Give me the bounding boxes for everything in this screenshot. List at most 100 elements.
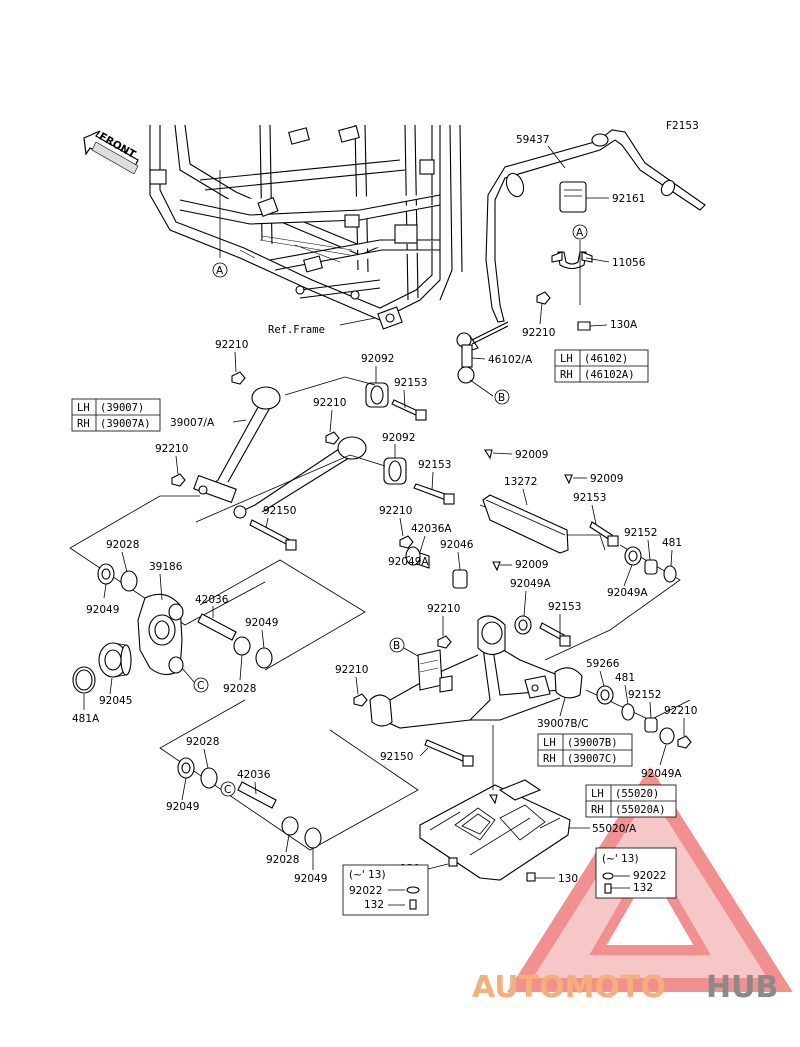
table-39007b: LH (39007B) RH (39007C) [537,733,633,767]
part-92009-c: 92009 [515,559,548,571]
t46102-lh: LH [560,353,573,365]
t46102-rh: RH [560,369,573,381]
stabilizer-bar [456,129,706,384]
front-arrow-icon: FRONT [83,130,139,175]
table-46102: LH (46102) RH (46102A) [554,349,649,383]
part-132-a: 132 [364,899,384,911]
ref-frame-label: Ref.Frame [268,324,325,336]
part-59266: 59266 [586,658,620,670]
note-box-left: (~' 13) 92022 132 [342,864,429,916]
part-92153-a: 92153 [394,377,427,389]
part-42036-b: 42036 [237,769,271,781]
part-92049a-b: 92049A [510,578,551,590]
part-92049a-a: 92049A [388,556,429,568]
callout-c-label-2: C [224,784,231,796]
t39007-rh-val: (39007A) [100,418,151,430]
frame [149,124,463,330]
part-92092-b: 92092 [382,432,415,444]
part-92022-b: 92022 [633,870,666,882]
table-39007: LH (39007) RH (39007A) [71,398,161,432]
t39007b-rh-val: (39007C) [567,753,618,765]
part-42036a: 42036A [411,523,452,535]
part-92150-b: 92150 [380,751,413,763]
table-55020: LH (55020) RH (55020A) [585,784,677,818]
figure-code: F2153 [666,120,699,132]
callout-b-arm [389,637,405,653]
part-92049-a: 92049 [86,604,119,616]
part-92153-d: 92153 [548,601,581,613]
part-92210-d: 92210 [155,443,188,455]
part-39186: 39186 [149,561,183,573]
part-481-b: 481 [615,672,635,684]
part-92049a-c: 92049A [607,587,648,599]
part-92153-b: 92153 [418,459,451,471]
part-92022-a: 92022 [349,885,382,897]
part-46102a: 46102/A [488,354,533,366]
part-92210-a: 92210 [522,327,555,339]
t46102-rh-val: (46102A) [584,369,635,381]
lower-a-arm [353,521,692,767]
watermark-text: AUTOMOTO HUB [472,970,778,1005]
part-39007bc: 39007B/C [537,718,588,730]
note-year-right: (~' 13) [602,853,639,865]
t39007b-lh-val: (39007B) [567,737,618,749]
part-92049a-d: 92049A [641,768,682,780]
t55020-lh-val: (55020) [615,788,659,800]
t46102-lh-val: (46102) [584,353,628,365]
callout-a-frame [212,262,228,278]
part-92049-b: 92049 [245,617,278,629]
bracket-13272 [482,449,573,572]
t55020-rh: RH [591,804,604,816]
part-92092-a: 92092 [361,353,394,365]
callout-a-label-2: A [576,227,584,239]
t39007-lh: LH [77,402,90,414]
part-481a: 481A [72,713,100,725]
callout-c-knuckle [193,677,209,693]
part-92210-b: 92210 [215,339,248,351]
callout-c-lower [220,781,236,797]
upper-a-arm [171,371,455,551]
part-11056: 11056 [612,257,646,269]
part-92161: 92161 [612,193,645,205]
part-92152-a: 92152 [624,527,657,539]
part-132-b: 132 [633,882,653,894]
knuckle [72,563,273,694]
part-92045: 92045 [99,695,132,707]
part-92028-a: 92028 [106,539,139,551]
part-13272: 13272 [504,476,537,488]
part-59437: 59437 [516,134,549,146]
part-92028-d: 92028 [266,854,299,866]
lower-bushings [177,757,322,849]
part-92210-h: 92210 [664,705,697,717]
part-92150-a: 92150 [263,505,296,517]
callout-b-link [494,389,510,405]
t39007b-lh: LH [543,737,556,749]
t39007-rh: RH [77,418,90,430]
part-92210-e: 92210 [379,505,412,517]
part-130a: 130A [610,319,638,331]
part-481-a: 481 [662,537,682,549]
watermark-part1: AUTOMOTO [472,970,666,1005]
watermark-part2: HUB [706,970,778,1005]
part-130-b: 130 [558,873,578,885]
part-92152-b: 92152 [628,689,661,701]
part-92028-c: 92028 [186,736,219,748]
t39007b-rh: RH [543,753,556,765]
part-92153-c: 92153 [573,492,606,504]
callout-a-stabilizer [572,224,588,240]
callout-b-label: B [498,392,505,404]
skid-plate [419,779,571,882]
callout-c-label: C [197,680,204,692]
part-39007a: 39007/A [170,417,215,429]
callout-b-label-2: B [393,640,400,652]
part-92009-a: 92009 [515,449,548,461]
part-92210-g: 92210 [335,664,368,676]
callout-a-label: A [216,265,224,277]
part-92049-c: 92049 [166,801,199,813]
note-box-right: (~' 13) 92022 132 [595,847,677,899]
part-92009-b: 92009 [590,473,623,485]
t55020-lh: LH [591,788,604,800]
part-42036-a: 42036 [195,594,229,606]
part-92049-d: 92049 [294,873,327,885]
